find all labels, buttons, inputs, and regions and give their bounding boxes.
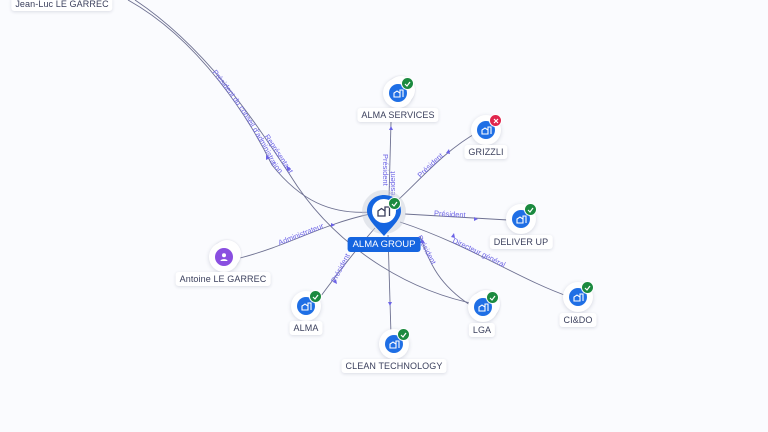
- edge-label: Président: [416, 150, 446, 179]
- node-label[interactable]: ALMA: [289, 321, 323, 335]
- arrow-icon: [287, 166, 291, 171]
- edge-label: Président: [381, 154, 390, 187]
- edge-label: Président du conseil d'administration: [211, 68, 285, 175]
- edge-label: Président: [434, 209, 467, 220]
- edge-arrows: [266, 126, 478, 306]
- node-bubble[interactable]: [563, 281, 594, 312]
- check-icon: [524, 203, 537, 216]
- node-bubble[interactable]: [471, 114, 502, 145]
- person-icon: [215, 248, 233, 266]
- arrow-icon: [266, 155, 270, 160]
- arrow-icon: [420, 239, 425, 243]
- check-icon: [581, 281, 594, 294]
- edge-label: Président: [329, 251, 352, 284]
- node-bubble[interactable]: [383, 77, 414, 108]
- check-icon: [397, 328, 410, 341]
- arrow-icon: [331, 223, 335, 227]
- node-bubble[interactable]: [379, 328, 410, 359]
- node-bubble[interactable]: [506, 203, 537, 234]
- arrow-icon: [451, 233, 455, 238]
- edge-alma-group-grizzli[interactable]: [397, 131, 479, 201]
- node-bubble[interactable]: [291, 290, 322, 321]
- node-bubble[interactable]: [468, 291, 499, 322]
- arrow-icon: [333, 279, 337, 284]
- arrow-icon: [389, 126, 393, 130]
- node-label[interactable]: ALMA SERVICES: [357, 108, 439, 122]
- cross-icon: [489, 114, 502, 127]
- node-label[interactable]: LGA: [468, 323, 496, 337]
- edge-label: Président: [388, 170, 397, 203]
- node-label[interactable]: CI&DO: [559, 313, 597, 327]
- edge-label: Administrateur: [277, 221, 325, 247]
- node-label[interactable]: Antoine LE GARREC: [175, 272, 271, 286]
- node-label[interactable]: Jean-Luc LE GARREC: [11, 0, 113, 11]
- node-label[interactable]: DELIVER UP: [489, 235, 553, 249]
- node-label[interactable]: CLEAN TECHNOLOGY: [341, 359, 447, 373]
- edge-jean-luc-alma-group[interactable]: [127, 0, 373, 213]
- node-label[interactable]: ALMA GROUP: [347, 237, 421, 252]
- check-icon: [309, 290, 322, 303]
- node-bubble[interactable]: [209, 242, 239, 272]
- check-icon: [486, 291, 499, 304]
- arrow-icon: [388, 302, 392, 306]
- check-icon: [388, 197, 401, 210]
- arrow-icon: [446, 149, 450, 154]
- arrow-icon: [474, 217, 478, 221]
- check-icon: [401, 77, 414, 90]
- node-label[interactable]: GRIZZLI: [464, 145, 508, 159]
